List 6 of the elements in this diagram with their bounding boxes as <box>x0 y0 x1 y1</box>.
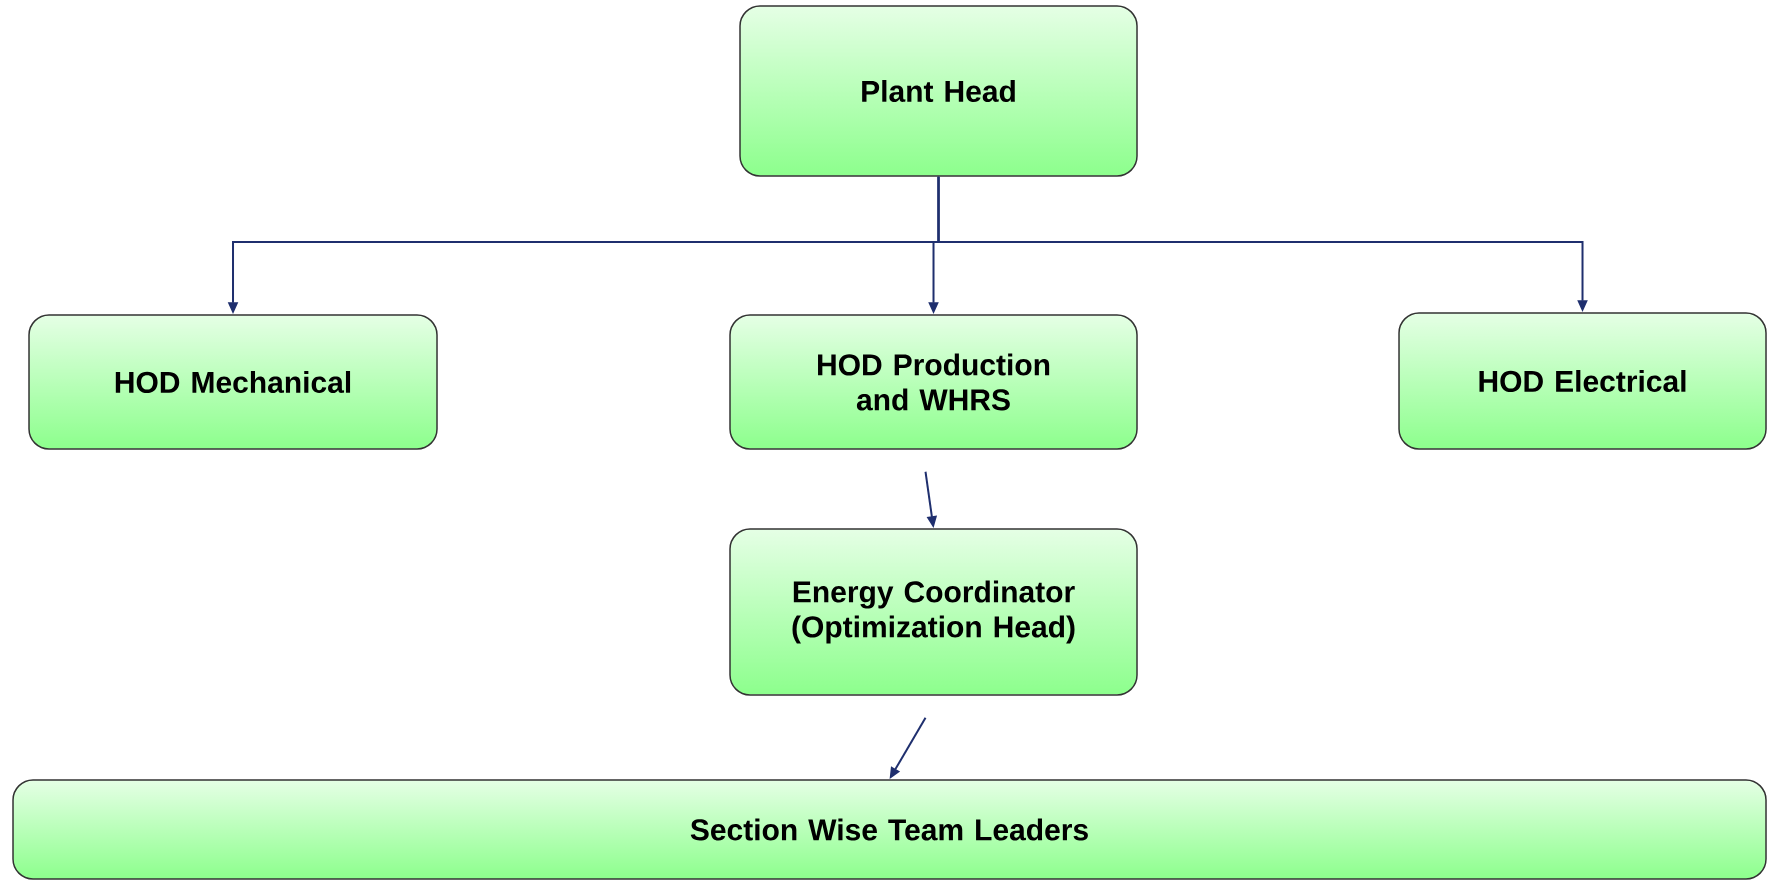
process-box: Section Wise Team Leaders <box>12 779 1767 880</box>
process-box: HOD Production and WHRS <box>729 314 1138 450</box>
process-box: HOD Electrical <box>1398 312 1767 450</box>
process-box: Energy Coordinator (Optimization Head) <box>729 528 1138 696</box>
process-box: Plant Head <box>739 5 1138 177</box>
process-box: HOD Mechanical <box>28 314 438 450</box>
